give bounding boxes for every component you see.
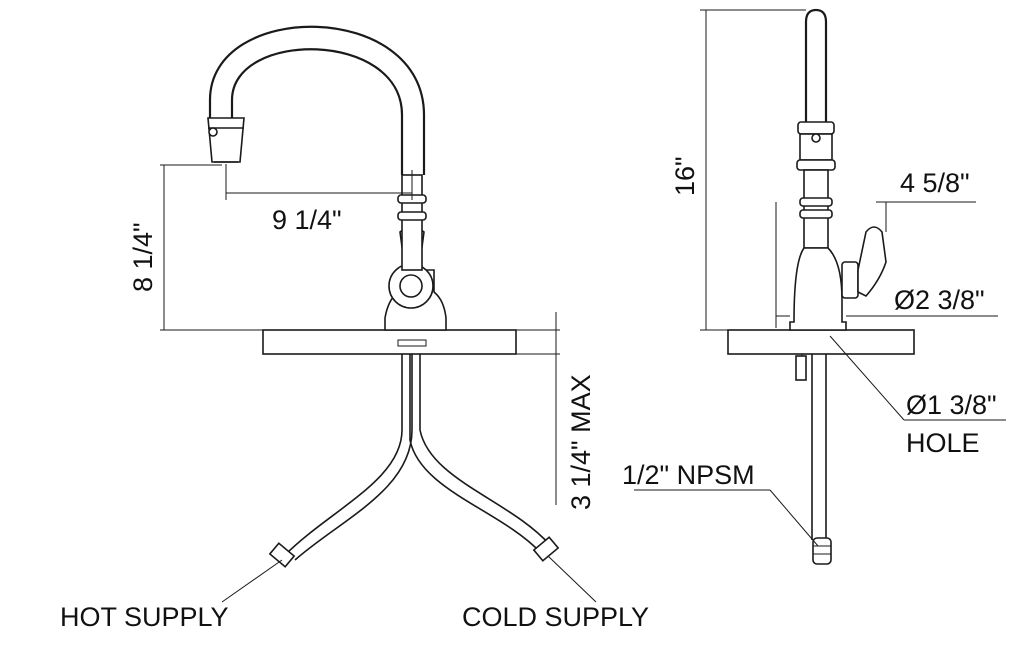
front-cold-fitting [532,536,560,562]
side-view: 16" 4 5/8" Ø2 3/8" Ø1 3/8" HOLE 1/2" NPS… [622,8,1006,565]
side-column [803,169,829,249]
spout-height-label: 8 1/4" [128,222,158,292]
front-cold-hose [409,354,541,553]
front-view: 9 1/4" 8 1/4" 3 1/4" MAX HOT SUPPLY COLD… [60,25,649,632]
cold-supply-label: COLD SUPPLY [462,602,649,632]
side-column-ring-2 [799,209,833,219]
connection-label: 1/2" NPSM [622,460,755,490]
side-shank-nut [795,355,807,381]
front-cold-hose-inner [419,354,551,546]
front-spray-button [208,127,218,137]
spout-reach-label: 9 1/4" [272,205,342,235]
side-spout-tube [804,8,828,137]
side-spray-button [811,133,821,143]
deck-thickness-label: 3 1/4" MAX [566,374,596,510]
hot-supply-label: HOT SUPPLY [60,602,229,632]
side-body [789,247,847,331]
front-deck [262,329,517,355]
front-spray-head [207,117,245,163]
front-hot-hose [284,354,403,556]
side-handle-lever [857,226,887,297]
front-gooseneck-outer [208,25,426,175]
side-spray-collar [797,121,835,135]
handle-clearance-label: 4 5/8" [900,168,970,198]
front-shank [397,339,427,347]
front-gooseneck-inner [230,48,404,175]
front-column-ring-2 [397,211,427,221]
side-deck [727,329,915,355]
front-handle-hub-inner [399,274,423,298]
base-diameter-label: Ø2 3/8" [894,285,985,315]
front-hot-fitting [268,542,296,568]
side-spray-ring [796,159,836,171]
overall-height-label: 16" [670,156,700,196]
side-handle-hub [841,261,859,299]
side-npsm-fitting [812,537,832,565]
hole-label: HOLE [906,428,980,458]
side-column-ring-1 [799,197,833,207]
hole-diameter-label: Ø1 3/8" [906,390,997,420]
